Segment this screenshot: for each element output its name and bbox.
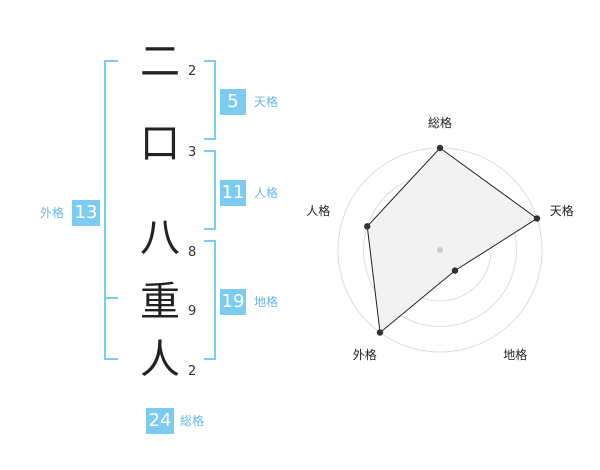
- radar-ring-1: [414, 224, 466, 276]
- chi-value-badge: 19: [220, 289, 246, 315]
- radar-ring-4: [337, 147, 543, 353]
- jin-label: 人格: [254, 186, 279, 200]
- radar-ring-2: [388, 198, 492, 302]
- radar-axis-label-3: 地格: [503, 347, 528, 362]
- jin-bracket: [204, 150, 216, 230]
- name-char-3: 八: [140, 215, 180, 261]
- ten-label: 天格: [254, 95, 279, 109]
- stroke-count-4: 9: [188, 304, 197, 319]
- stroke-count-5: 2: [188, 364, 197, 379]
- stroke-count-3: 8: [188, 245, 197, 260]
- outer-bracket: [104, 60, 118, 360]
- chi-bracket: [204, 240, 216, 360]
- radar-axis-label-4: 外格: [352, 347, 377, 362]
- radar-ring-3: [363, 173, 517, 327]
- outer-bracket-divider: [104, 297, 118, 299]
- radar-point-1: [436, 144, 444, 152]
- radar-axis-label-5: 人格: [306, 204, 331, 219]
- name-char-5: 人: [140, 337, 180, 383]
- ten-value-badge: 5: [220, 89, 246, 115]
- radar-point-4: [376, 329, 384, 336]
- stroke-count-1: 2: [188, 64, 197, 79]
- jin-value-badge: 11: [220, 180, 246, 206]
- name-char-4: 重: [140, 279, 180, 325]
- radar-center-dot: [437, 247, 443, 253]
- ten-bracket: [204, 60, 216, 140]
- name-char-1: 二: [140, 39, 180, 85]
- sou-label: 総格: [180, 414, 205, 428]
- stroke-count-2: 3: [188, 145, 197, 160]
- radar-series-polygon: [366, 147, 538, 334]
- sou-value-badge: 24: [146, 408, 174, 434]
- radar-axis-label-2: 天格: [549, 204, 574, 219]
- chi-label: 地格: [254, 295, 279, 309]
- radar-point-2: [533, 215, 541, 222]
- name-char-2: 口: [140, 121, 180, 167]
- radar-axis-label-1: 総格: [427, 116, 452, 130]
- radar-point-3: [451, 267, 459, 274]
- gai-value-badge: 13: [72, 200, 100, 226]
- gai-label: 外格: [40, 206, 65, 220]
- radar-point-5: [364, 223, 371, 230]
